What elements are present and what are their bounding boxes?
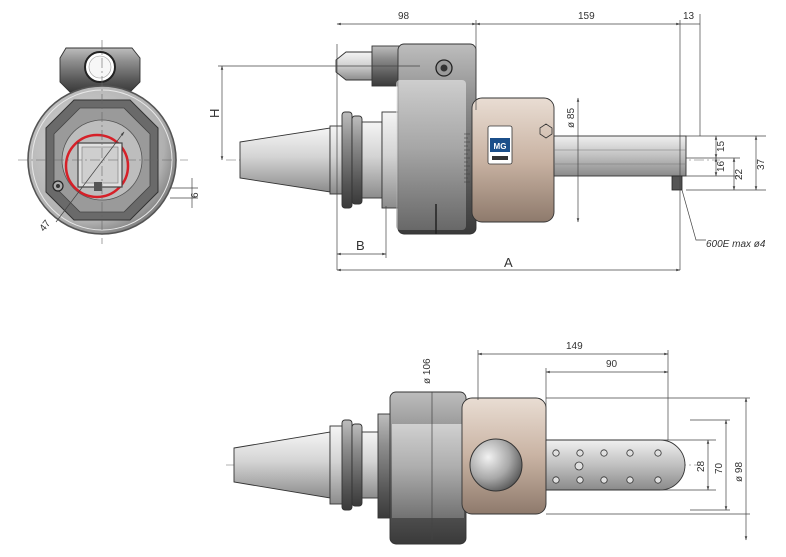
bottom-view-taper-shank	[233, 431, 331, 499]
side-view-taper-shank	[239, 127, 331, 193]
dim-h: H	[207, 109, 222, 118]
bottom-view-ball	[469, 438, 523, 492]
front-view: 47 6	[18, 40, 201, 244]
side-view-logo-text: MG	[494, 142, 507, 151]
side-view-boring-bar	[553, 135, 687, 177]
front-view-red-circle	[64, 133, 130, 199]
insert-note: 600E max ø4	[706, 239, 766, 250]
bottom-view-boring-bar	[545, 439, 686, 491]
dim-16: 16	[716, 160, 727, 172]
dim-6: 6	[190, 192, 201, 198]
dim-radius-47: 47	[38, 218, 54, 234]
side-view: MG 98 159 13 H B A ø 85	[207, 11, 767, 272]
bottom-view: 149 90 ø 106 28 70 ø 98	[226, 341, 750, 545]
dim-37: 37	[756, 158, 767, 170]
side-view-bronze-head	[471, 97, 555, 223]
bottom-view-hole-pattern	[552, 449, 662, 484]
dim-length-13: 13	[683, 11, 695, 22]
dim-length-90: 90	[606, 359, 618, 370]
dim-28: 28	[696, 460, 707, 472]
dim-b: B	[356, 238, 365, 253]
dim-dia-85: ø 85	[566, 108, 577, 128]
dim-22: 22	[734, 168, 745, 180]
dim-length-98: 98	[398, 11, 410, 22]
dim-70: 70	[714, 462, 725, 474]
dim-a: A	[504, 255, 513, 270]
dim-length-159: 159	[578, 11, 595, 22]
side-view-vernier-scale	[464, 133, 470, 183]
side-view-flange-ring	[341, 111, 353, 209]
dim-15: 15	[716, 140, 727, 152]
side-view-insert	[671, 175, 683, 191]
dim-dia-106: ø 106	[422, 358, 433, 384]
dim-length-149: 149	[566, 341, 583, 352]
dim-dia-98: ø 98	[734, 462, 745, 482]
bottom-view-flange-ring	[341, 419, 353, 511]
